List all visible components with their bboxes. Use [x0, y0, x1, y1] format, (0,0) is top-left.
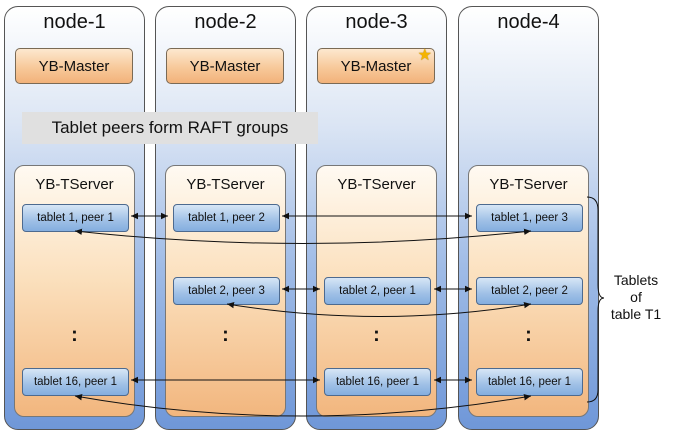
raft-arrow-t2-n2-n4: [226, 301, 532, 317]
node-1-ellipsis: :: [71, 324, 78, 346]
node-4-tablet-2-peer-2: tablet 2, peer 2: [476, 277, 583, 305]
side-label-line-1: Tablets: [613, 272, 659, 288]
node-3-yb-master: YB-Master ★: [317, 48, 435, 84]
node-3-master-label: YB-Master: [340, 57, 412, 75]
node-4-tserver-label: YB-TServer: [489, 176, 568, 193]
node-4-box: node-4 YB-TServer tablet 1, peer 3 table…: [458, 6, 599, 430]
node-2-tablet-2-peer-3: tablet 2, peer 3: [173, 277, 280, 305]
node-3-yb-tserver: YB-TServer tablet 2, peer 1 : tablet 16,…: [316, 165, 437, 417]
side-label-line-3: table T1: [610, 306, 662, 322]
node-1-label: node-1: [43, 11, 106, 33]
node-4-ellipsis: :: [525, 324, 532, 346]
node-3-label: node-3: [345, 11, 408, 33]
node-3-ellipsis: :: [373, 324, 380, 346]
node-1-yb-tserver: YB-TServer tablet 1, peer 1 : tablet 16,…: [14, 165, 135, 417]
node-1-yb-master: YB-Master: [15, 48, 133, 84]
node-2-label: node-2: [194, 11, 257, 33]
node-3-tserver-label: YB-TServer: [337, 176, 416, 193]
node-1-tserver-label: YB-TServer: [35, 176, 114, 193]
node-2-yb-tserver: YB-TServer tablet 1, peer 2 tablet 2, pe…: [165, 165, 286, 417]
side-label-line-2: of: [630, 289, 642, 305]
table-t1-brace: [586, 196, 605, 403]
node-4-yb-tserver: YB-TServer tablet 1, peer 3 tablet 2, pe…: [468, 165, 589, 417]
node-1-tablet-16-peer-1: tablet 16, peer 1: [22, 368, 129, 396]
node-4-tablet-16-peer-1: tablet 16, peer 1: [476, 368, 583, 396]
node-2-ellipsis: :: [222, 324, 229, 346]
star-icon: ★: [417, 47, 432, 64]
raft-arrow-t16-n1-n4: [74, 394, 532, 417]
node-2-yb-master: YB-Master: [166, 48, 284, 84]
node-2-box: node-2 YB-Master YB-TServer tablet 1, pe…: [155, 6, 296, 430]
raft-arrow-t1-n1-n4: [74, 228, 532, 244]
raft-groups-banner: Tablet peers form RAFT groups: [22, 112, 318, 144]
node-1-box: node-1 YB-Master YB-TServer tablet 1, pe…: [4, 6, 145, 430]
tablets-of-table-label: Tablets of table T1: [606, 272, 666, 323]
node-2-tserver-label: YB-TServer: [186, 176, 265, 193]
node-4-label: node-4: [497, 11, 560, 33]
